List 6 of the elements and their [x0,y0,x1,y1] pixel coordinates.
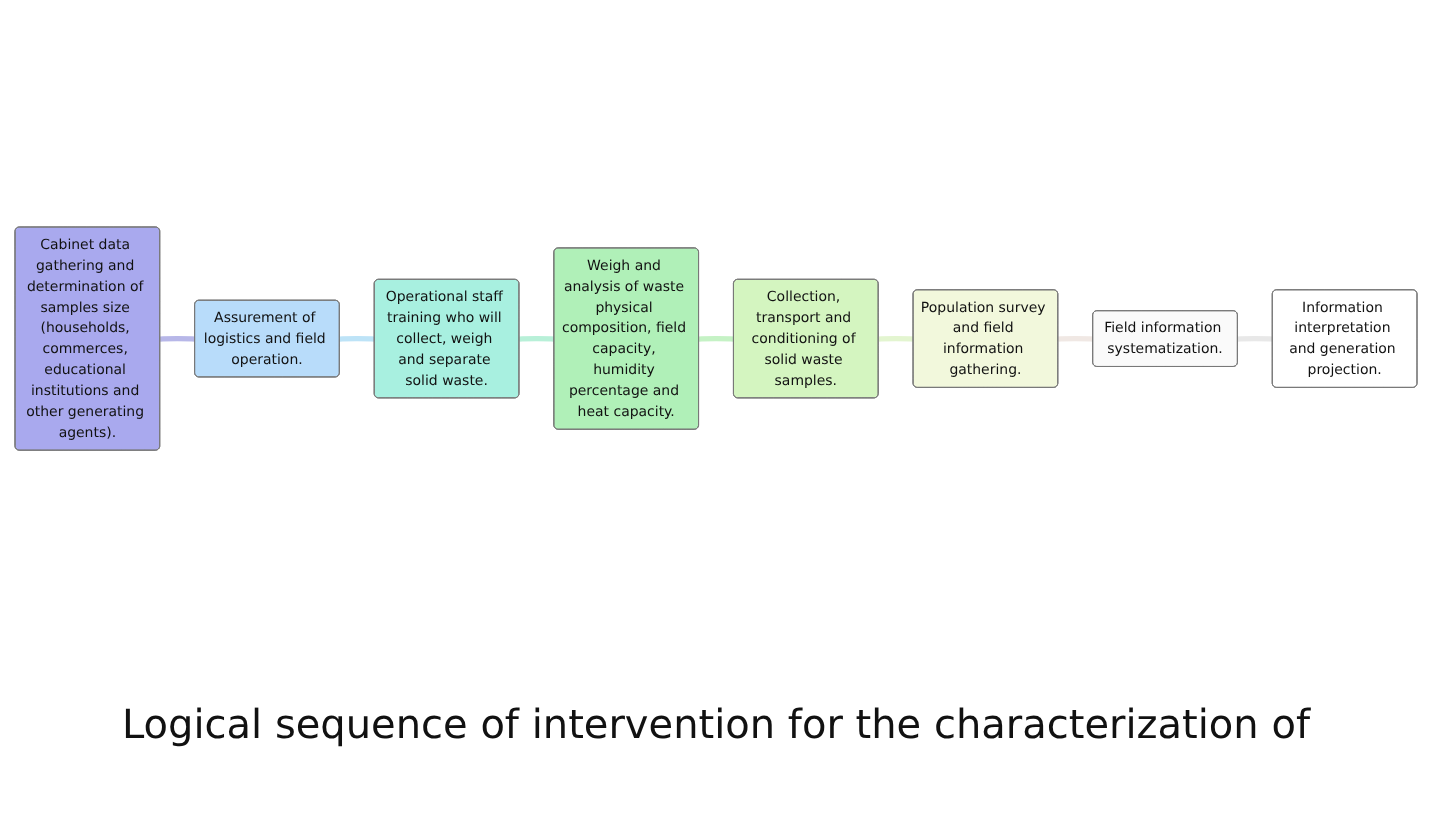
connector [698,335,734,342]
connector [339,335,375,342]
connector [878,335,914,342]
connector [519,335,555,342]
connector [160,335,196,342]
caption: Logical sequence of intervention for the characterization of [120,700,1313,748]
